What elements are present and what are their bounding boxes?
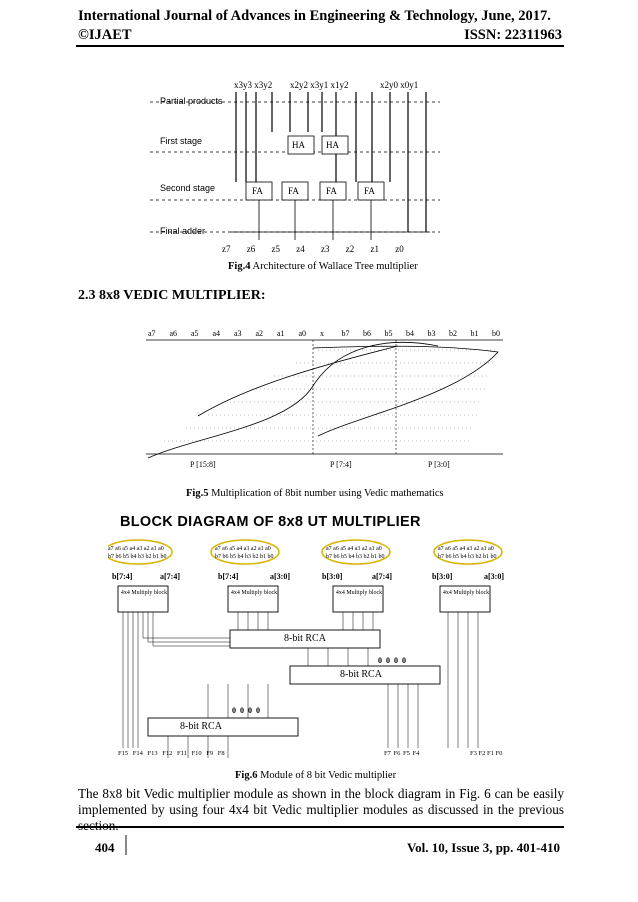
copyright-label: ©IJAET <box>78 27 132 43</box>
svg-text:a7 a6 a5 a4 a3 a2 a1 a0: a7 a6 a5 a4 a3 a2 a1 a0 <box>108 546 164 552</box>
svg-text:a7 a6 a5 a4 a3 a2 a1 a0: a7 a6 a5 a4 a3 a2 a1 a0 <box>215 546 271 552</box>
fig5-top-label: b5 <box>385 329 393 338</box>
input-label-7: b[3:0] <box>432 572 453 581</box>
input-label-4: a[3:0] <box>270 572 290 581</box>
wallace-tree-figure: x3y3 x3y2 x2y2 x3y1 x1y2 x2y0 x0y1 <box>150 80 440 240</box>
fa-block-4: FA <box>364 186 375 196</box>
outputs-low: F3 F2 F1 F0 <box>470 750 503 757</box>
svg-text:b7 b6 b5 b4 b3 b2 b1 b0: b7 b6 b5 b4 b3 b2 b1 b0 <box>326 554 385 560</box>
fa-block-1: FA <box>252 186 263 196</box>
rca-2: 8-bit RCA <box>340 669 382 680</box>
fig5-top-label: x <box>320 329 324 338</box>
footer-rule <box>76 826 564 828</box>
fig5-top-label: b6 <box>363 329 371 338</box>
fig5-top-label: a4 <box>213 329 221 338</box>
fa-block-3: FA <box>326 186 337 196</box>
fig5-top-label: a1 <box>277 329 285 338</box>
rca-3: 8-bit RCA <box>180 721 222 732</box>
fig4-caption: Fig.4 Architecture of Wallace Tree multi… <box>228 261 418 272</box>
fa-block-2: FA <box>288 186 299 196</box>
p-3-0-label: P [3:0] <box>428 460 450 469</box>
input-label-5: b[3:0] <box>322 572 343 581</box>
fig5-top-label: a5 <box>191 329 199 338</box>
p-7-4-label: P [7:4] <box>330 460 352 469</box>
svg-text:x3y3 x3y2: x3y3 x3y2 <box>234 80 272 90</box>
outputs-high: F15 F14 F13 F12 F11 F10 F9 F8 <box>118 750 225 757</box>
svg-text:a7 a6 a5 a4 a3 a2 a1 a0: a7 a6 a5 a4 a3 a2 a1 a0 <box>438 546 494 552</box>
input-label-1: b[7:4] <box>112 572 133 581</box>
volume-label: Vol. 10, Issue 3, pp. 401-410 <box>406 840 560 855</box>
zeros-1: 0 0 0 0 <box>378 656 406 665</box>
input-label-6: a[7:4] <box>372 572 392 581</box>
multiply-block-2: 4x4 Multiply block <box>230 590 278 596</box>
multiply-block-4: 4x4 Multiply block <box>442 590 490 596</box>
label-second-stage: Second stage <box>160 183 216 193</box>
fig5-top-label: b3 <box>428 329 436 338</box>
header-rule <box>76 45 564 47</box>
ha-block-2: HA <box>326 140 339 150</box>
page-number: 404 <box>95 840 115 855</box>
fig5-top-label: a7 <box>148 329 156 338</box>
wallace-outputs: z7 z6 z5 z4 z3 z2 z1 z0 <box>222 244 404 254</box>
input-label-3: b[7:4] <box>218 572 239 581</box>
svg-text:a7 a6 a5 a4 a3 a2 a1 a0: a7 a6 a5 a4 a3 a2 a1 a0 <box>326 546 382 552</box>
rca-1: 8-bit RCA <box>284 633 326 644</box>
fig5-top-label: b2 <box>449 329 457 338</box>
block-diagram-figure: a7 a6 a5 a4 a3 a2 a1 a0 b7 b6 b5 b4 b3 b… <box>108 539 503 758</box>
multiply-block-1: 4x4 Multiply block <box>120 590 168 596</box>
label-final-adder: Final adder <box>160 226 206 236</box>
svg-text:b7 b6 b5 b4 b3 b2 b1 b0: b7 b6 b5 b4 b3 b2 b1 b0 <box>215 554 274 560</box>
fig5-top-label: a0 <box>299 329 307 338</box>
vedic-multiplication-figure: a7 a6 a5 a4 a3 a2 a1 a0 x b7 b6 b5 b4 b3 b2 b1 b0 <box>146 329 503 459</box>
svg-text:b7 b6 b5 b4 b3 b2 b1 b0: b7 b6 b5 b4 b3 b2 b1 b0 <box>438 554 497 560</box>
footer-divider <box>125 835 127 855</box>
body-paragraph: The 8x8 bit Vedic multiplier module as s… <box>78 786 564 833</box>
fig6-caption: Fig.6 Module of 8 bit Vedic multiplier <box>235 770 397 781</box>
section-heading: 2.3 8x8 VEDIC MULTIPLIER: <box>78 288 266 303</box>
fig5-top-label: a3 <box>234 329 242 338</box>
ha-block-1: HA <box>292 140 305 150</box>
fig5-top-label: a2 <box>256 329 264 338</box>
svg-text:b7 b6 b5 b4 b3 b2 b1 b0: b7 b6 b5 b4 b3 b2 b1 b0 <box>108 554 167 560</box>
journal-title: International Journal of Advances in Eng… <box>78 8 551 24</box>
fig5-top-label: b1 <box>471 329 479 338</box>
svg-text:x2y2 x3y1 x1y2: x2y2 x3y1 x1y2 <box>290 80 349 90</box>
multiply-block-3: 4x4 Multiply block <box>335 590 383 596</box>
block-diagram-title: BLOCK DIAGRAM OF 8x8 UT MULTIPLIER <box>120 514 421 530</box>
fig5-top-label: b4 <box>406 329 414 338</box>
fig5-caption: Fig.5 Multiplication of 8bit number usin… <box>186 488 444 499</box>
svg-text:x2y0 x0y1: x2y0 x0y1 <box>380 80 418 90</box>
zeros-2: 0 0 0 0 <box>232 706 260 715</box>
fig5-top-label: a6 <box>170 329 178 338</box>
input-label-2: a[7:4] <box>160 572 180 581</box>
label-partial-products: Partial products <box>160 96 223 106</box>
issn-label: ISSN: 22311963 <box>464 27 562 43</box>
fig5-top-label: b7 <box>342 329 350 338</box>
p-15-8-label: P [15:8] <box>190 460 216 469</box>
outputs-mid: F7 F6 F5 F4 <box>384 750 420 757</box>
fig5-top-label: b0 <box>492 329 500 338</box>
input-label-8: a[3:0] <box>484 572 504 581</box>
label-first-stage: First stage <box>160 136 203 146</box>
